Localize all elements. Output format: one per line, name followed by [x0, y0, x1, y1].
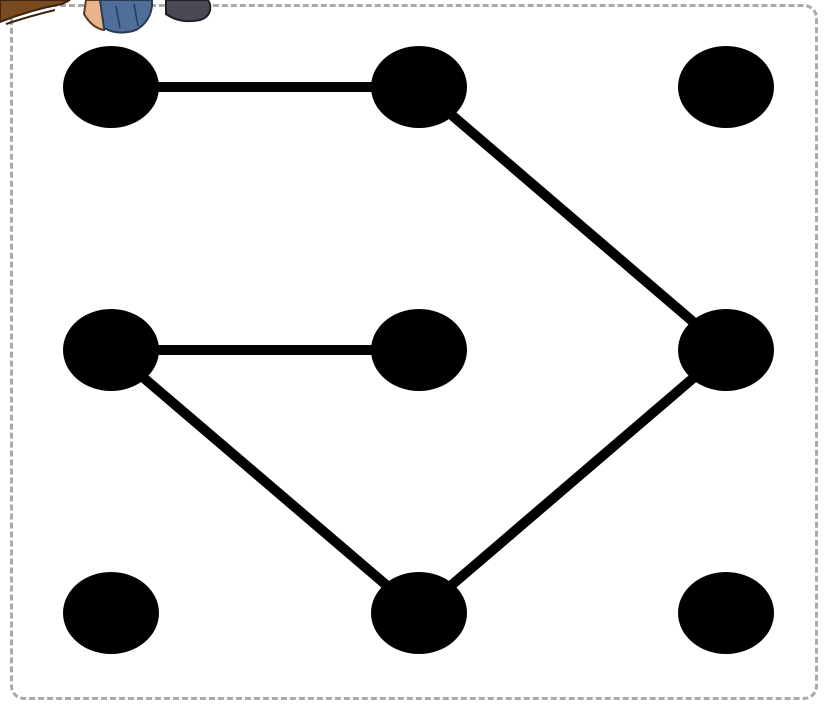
grid-dot-r2c3	[678, 309, 774, 391]
pattern-line-r3c2-r2c1	[107, 346, 423, 617]
grid-dot-r2c1	[63, 309, 159, 391]
grid-dot-r1c1	[63, 46, 159, 128]
grid-dot-r3c1	[63, 572, 159, 654]
grid-dot-r2c2	[371, 309, 467, 391]
pattern-lines	[107, 82, 730, 617]
pattern-line-r1c2-r2c3	[415, 83, 730, 354]
grid-dot-r3c2	[371, 572, 467, 654]
cartoon-character-illustration	[0, 0, 212, 34]
grid-dot-r1c3	[678, 46, 774, 128]
grid-dots	[63, 46, 774, 654]
grid-dot-r3c3	[678, 572, 774, 654]
pattern-line-r2c3-r3c2	[415, 346, 730, 617]
grid-dot-r1c2	[371, 46, 467, 128]
dashed-frame	[10, 4, 818, 700]
